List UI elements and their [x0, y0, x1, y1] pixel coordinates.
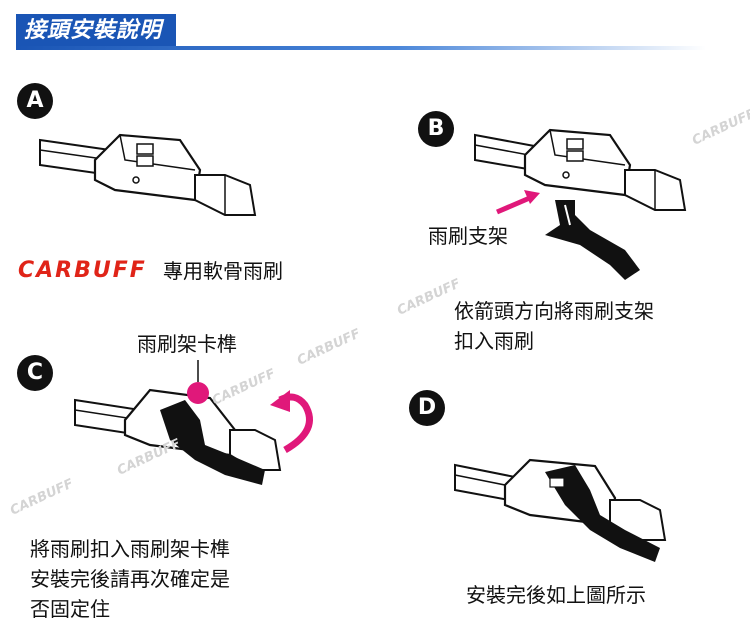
brand-logo: CARBUFF: [18, 258, 147, 283]
step-c-caption-line3: 否固定住: [30, 597, 110, 621]
step-b-caption-line2: 扣入雨刷: [454, 329, 534, 353]
holder-label: 雨刷支架: [428, 224, 508, 248]
step-b-caption-line1: 依箭頭方向將雨刷支架: [454, 299, 654, 323]
step-c-caption-line1: 將雨刷扣入雨刷架卡榫: [30, 537, 230, 561]
step-badge-b: B: [418, 111, 454, 147]
step-badge-c: C: [17, 355, 53, 391]
step-badge-d: D: [409, 390, 445, 426]
step-c-caption-line2: 安裝完後請再次確定是: [30, 567, 230, 591]
connector-illustration-d: [454, 458, 667, 562]
step-a-caption: 專用軟骨雨刷: [163, 259, 283, 283]
connector-illustration-c: [74, 360, 313, 485]
header-divider: [16, 46, 706, 50]
step-d-caption: 安裝完後如上圖所示: [466, 583, 646, 607]
section-title: 接頭安裝說明: [16, 14, 177, 48]
latch-label: 雨刷架卡榫: [137, 332, 237, 356]
connector-illustration-b: [474, 128, 687, 280]
step-badge-a: A: [17, 83, 53, 119]
connector-illustration-a: [39, 133, 257, 216]
